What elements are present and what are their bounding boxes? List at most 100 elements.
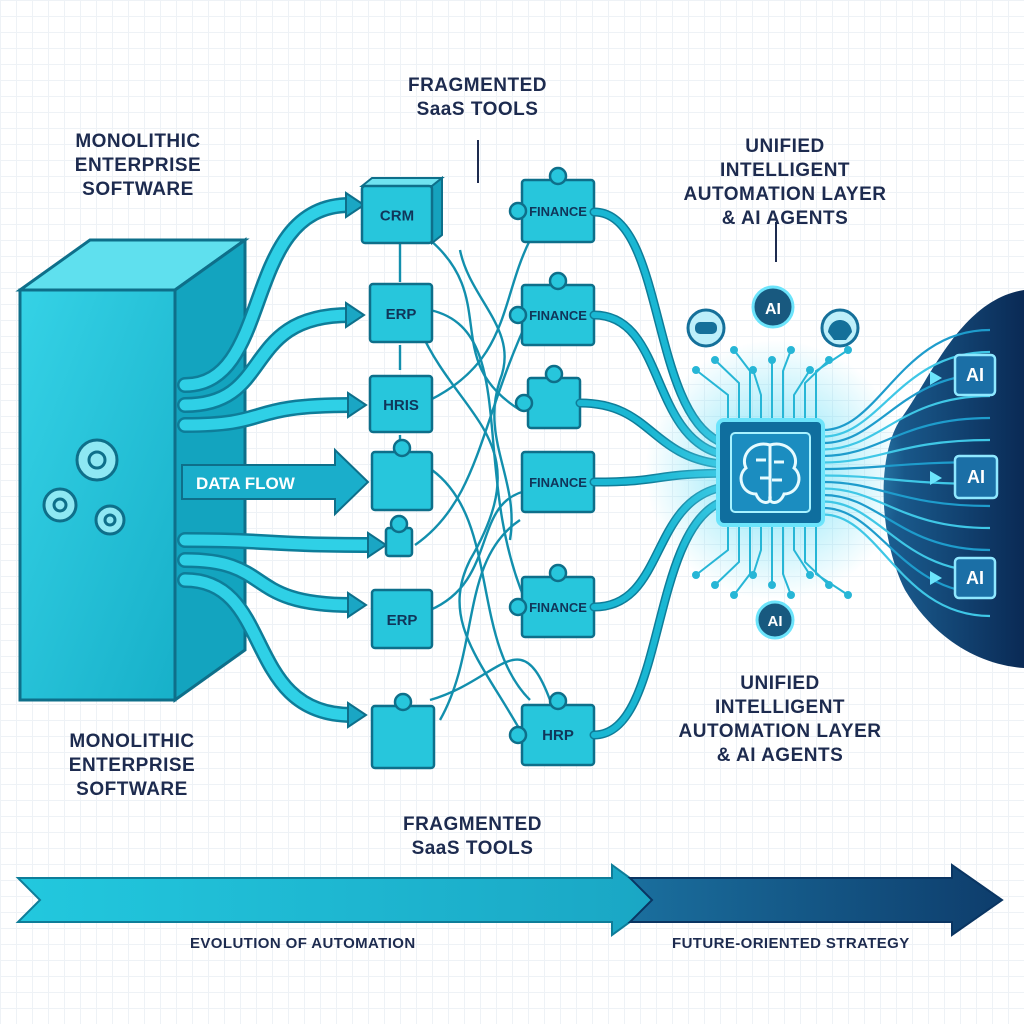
circuit-node bbox=[768, 581, 776, 589]
circuit-node bbox=[711, 581, 719, 589]
circuit-node bbox=[844, 591, 852, 599]
puzzle-icon bbox=[370, 438, 434, 512]
circuit-node bbox=[692, 366, 700, 374]
tool-box: HRIS bbox=[368, 374, 434, 434]
circuit-node bbox=[768, 356, 776, 364]
data-flow-arrow: DATA FLOW bbox=[181, 447, 370, 517]
tangle-line bbox=[429, 239, 521, 412]
circuit-trace bbox=[695, 525, 729, 576]
flow-pipe bbox=[179, 309, 356, 411]
tangle-line bbox=[414, 314, 532, 546]
flow-arrowhead bbox=[367, 531, 388, 559]
circuit-trace bbox=[714, 359, 740, 420]
circuit-node bbox=[844, 346, 852, 354]
ai-arrowhead bbox=[930, 371, 942, 385]
circuit-trace bbox=[815, 349, 849, 420]
saas-label-top: FRAGMENTED SaaS TOOLS bbox=[407, 75, 548, 120]
unified-label-top: UNIFIED INTELLIGENT AUTOMATION LAYER & A… bbox=[683, 136, 887, 229]
circuit-trace bbox=[822, 493, 991, 552]
timeline-label-right: FUTURE-ORIENTED STRATEGY bbox=[672, 935, 910, 952]
flow-arrowhead bbox=[347, 391, 368, 419]
tangle-line bbox=[418, 329, 522, 731]
tangle-line bbox=[429, 488, 531, 612]
puzzle-icon bbox=[370, 692, 436, 770]
circuit-node bbox=[730, 346, 738, 354]
circuit-trace bbox=[822, 487, 991, 530]
circuit-node bbox=[749, 366, 757, 374]
flow-pipe bbox=[179, 399, 358, 431]
timeline-arrow-right bbox=[627, 863, 1004, 937]
ai-badge-label: AI bbox=[768, 613, 783, 630]
circuit-node bbox=[749, 571, 757, 579]
flow-arrowhead bbox=[347, 701, 368, 729]
circuit-node bbox=[787, 346, 795, 354]
helmet-icon bbox=[820, 308, 860, 348]
circuit-trace bbox=[822, 394, 991, 451]
tangle-line bbox=[438, 519, 521, 721]
puzzle-icon bbox=[514, 364, 582, 430]
data-flow-label: DATA FLOW bbox=[196, 474, 296, 493]
ai-arrowhead bbox=[930, 571, 942, 585]
circuit-node bbox=[730, 591, 738, 599]
circuit-trace bbox=[752, 525, 762, 576]
circuit-trace bbox=[714, 525, 740, 586]
ai-agent-badge-top: AI bbox=[751, 285, 795, 329]
circuit-trace bbox=[793, 525, 811, 576]
circuit-node bbox=[806, 571, 814, 579]
tangle-line bbox=[458, 249, 513, 541]
circuit-trace bbox=[822, 328, 991, 432]
circuit-trace bbox=[793, 369, 811, 420]
ai-agent-badge-bottom: AI bbox=[755, 600, 795, 640]
robot-icon bbox=[686, 308, 726, 348]
flow-pipe bbox=[179, 554, 358, 611]
flow-pipe bbox=[179, 574, 358, 721]
tool-label: FINANCE bbox=[529, 475, 587, 490]
circuit-node bbox=[787, 591, 795, 599]
puzzle-icon: FINANCE bbox=[508, 563, 596, 639]
circuit-trace bbox=[822, 480, 991, 508]
circuit-node bbox=[711, 356, 719, 364]
ai-chip-middle: AI bbox=[953, 454, 999, 500]
ai-badge-label: AI bbox=[765, 301, 781, 318]
circuit-node bbox=[806, 366, 814, 374]
tool-label: HRP bbox=[542, 727, 574, 744]
circuit-node bbox=[692, 571, 700, 579]
timeline-label-left: EVOLUTION OF AUTOMATION bbox=[190, 935, 416, 952]
tool-label: HRIS bbox=[383, 397, 419, 414]
flow-arrows bbox=[177, 191, 388, 729]
monolithic-label-top: MONOLITHIC ENTERPRISE SOFTWARE bbox=[74, 131, 202, 200]
tool-label: FINANCE bbox=[529, 204, 587, 219]
circuit-trace bbox=[815, 525, 849, 596]
flow-arrowhead bbox=[345, 191, 366, 219]
monolithic-label-bottom: MONOLITHIC ENTERPRISE SOFTWARE bbox=[68, 731, 196, 800]
circuit-trace bbox=[782, 525, 792, 596]
tool-box: CRM bbox=[359, 175, 445, 246]
puzzle-icon: FINANCE bbox=[508, 271, 596, 347]
svg-text:AI: AI bbox=[967, 467, 985, 487]
tangled-connections bbox=[398, 239, 552, 731]
tool-box: FINANCE bbox=[520, 450, 596, 514]
circuit-trace bbox=[822, 416, 991, 458]
svg-text:AI: AI bbox=[966, 365, 984, 385]
circuit-trace bbox=[822, 438, 991, 464]
saas-tools: CRM ERP HRIS ERP FINANCE FINANCE FINANCE FINANC… bbox=[359, 166, 596, 770]
circuit-trace bbox=[782, 349, 792, 420]
timeline-arrow-left bbox=[15, 863, 662, 937]
tool-label: ERP bbox=[387, 612, 418, 629]
svg-text:AI: AI bbox=[966, 568, 984, 588]
circuit-trace bbox=[822, 513, 991, 618]
ai-arrowhead bbox=[930, 471, 942, 485]
ai-chip-top: AI bbox=[953, 353, 997, 397]
unified-label-bottom: UNIFIED INTELLIGENT AUTOMATION LAYER & A… bbox=[678, 673, 882, 766]
tool-label: FINANCE bbox=[529, 600, 587, 615]
gear-icon bbox=[42, 438, 126, 536]
tool-box: ERP bbox=[368, 282, 434, 344]
ai-chip-bottom: AI bbox=[953, 556, 997, 600]
puzzle-icon: FINANCE bbox=[508, 166, 596, 244]
circuit-trace bbox=[752, 369, 762, 420]
tool-label: ERP bbox=[386, 306, 417, 323]
puzzle-icon: HRP bbox=[508, 691, 596, 767]
tangle-line bbox=[431, 469, 531, 701]
tool-box: ERP bbox=[370, 588, 434, 650]
